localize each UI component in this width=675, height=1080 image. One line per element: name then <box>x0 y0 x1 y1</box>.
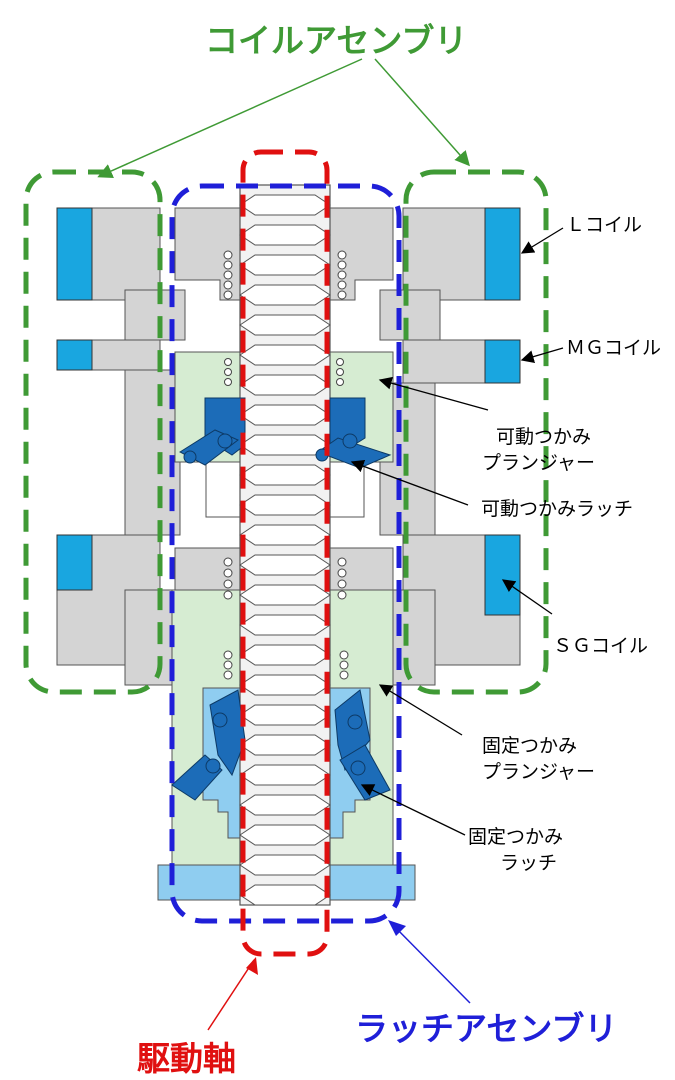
movable-latch-right <box>315 397 392 469</box>
l-coil-label: Ｌコイル <box>566 214 643 236</box>
movable-plunger-label-1: 可動つかみ <box>496 426 592 448</box>
fixed-latch-right <box>334 689 391 801</box>
movable-latch-label: 可動つかみラッチ <box>481 498 634 520</box>
drive-shaft-arrowhead <box>246 957 258 975</box>
fixed-latch-left <box>171 689 246 801</box>
coil-assembly-outline-left <box>23 169 163 695</box>
fixed-plunger-label-1: 固定つかみ <box>482 735 578 757</box>
latch-assembly-arrowhead <box>388 920 406 936</box>
sg-coil <box>56 534 521 616</box>
l-coil <box>56 207 521 301</box>
coil-assembly-outline-right <box>403 169 549 695</box>
drive-shaft-body <box>239 184 331 906</box>
coil-assembly-title: コイルアセンブリ <box>205 21 468 60</box>
label-leaders <box>350 227 564 836</box>
coil-assembly-arrow-right <box>374 58 470 167</box>
drive-shaft-arrow <box>207 959 255 1031</box>
latch-assembly-outline <box>169 183 402 924</box>
movable-plunger-base-right <box>329 461 365 518</box>
spring-coils <box>223 250 349 680</box>
drive-shaft-outline <box>240 149 330 957</box>
movable-plunger-label-2: プランジャー <box>482 452 596 474</box>
latch-assembly-title: ラッチアセンブリ <box>355 1009 618 1048</box>
fixed-plunger-label-2: プランジャー <box>482 761 596 783</box>
drive-shaft-title: 駆動軸 <box>137 1039 236 1078</box>
mg-coil-label: ＭＧコイル <box>566 337 662 359</box>
fixed-latch-label-2: ラッチ <box>500 852 558 874</box>
latch-assembly-arrow <box>389 921 471 1004</box>
coil-assembly-arrow-left <box>97 58 363 178</box>
movable-latch-left <box>178 397 246 466</box>
sg-coil-label: ＳＧコイル <box>553 635 649 657</box>
fixed-latch-label-1: 固定つかみ <box>468 826 564 848</box>
movable-plunger-base-left <box>205 461 241 518</box>
mg-coil <box>56 339 521 384</box>
